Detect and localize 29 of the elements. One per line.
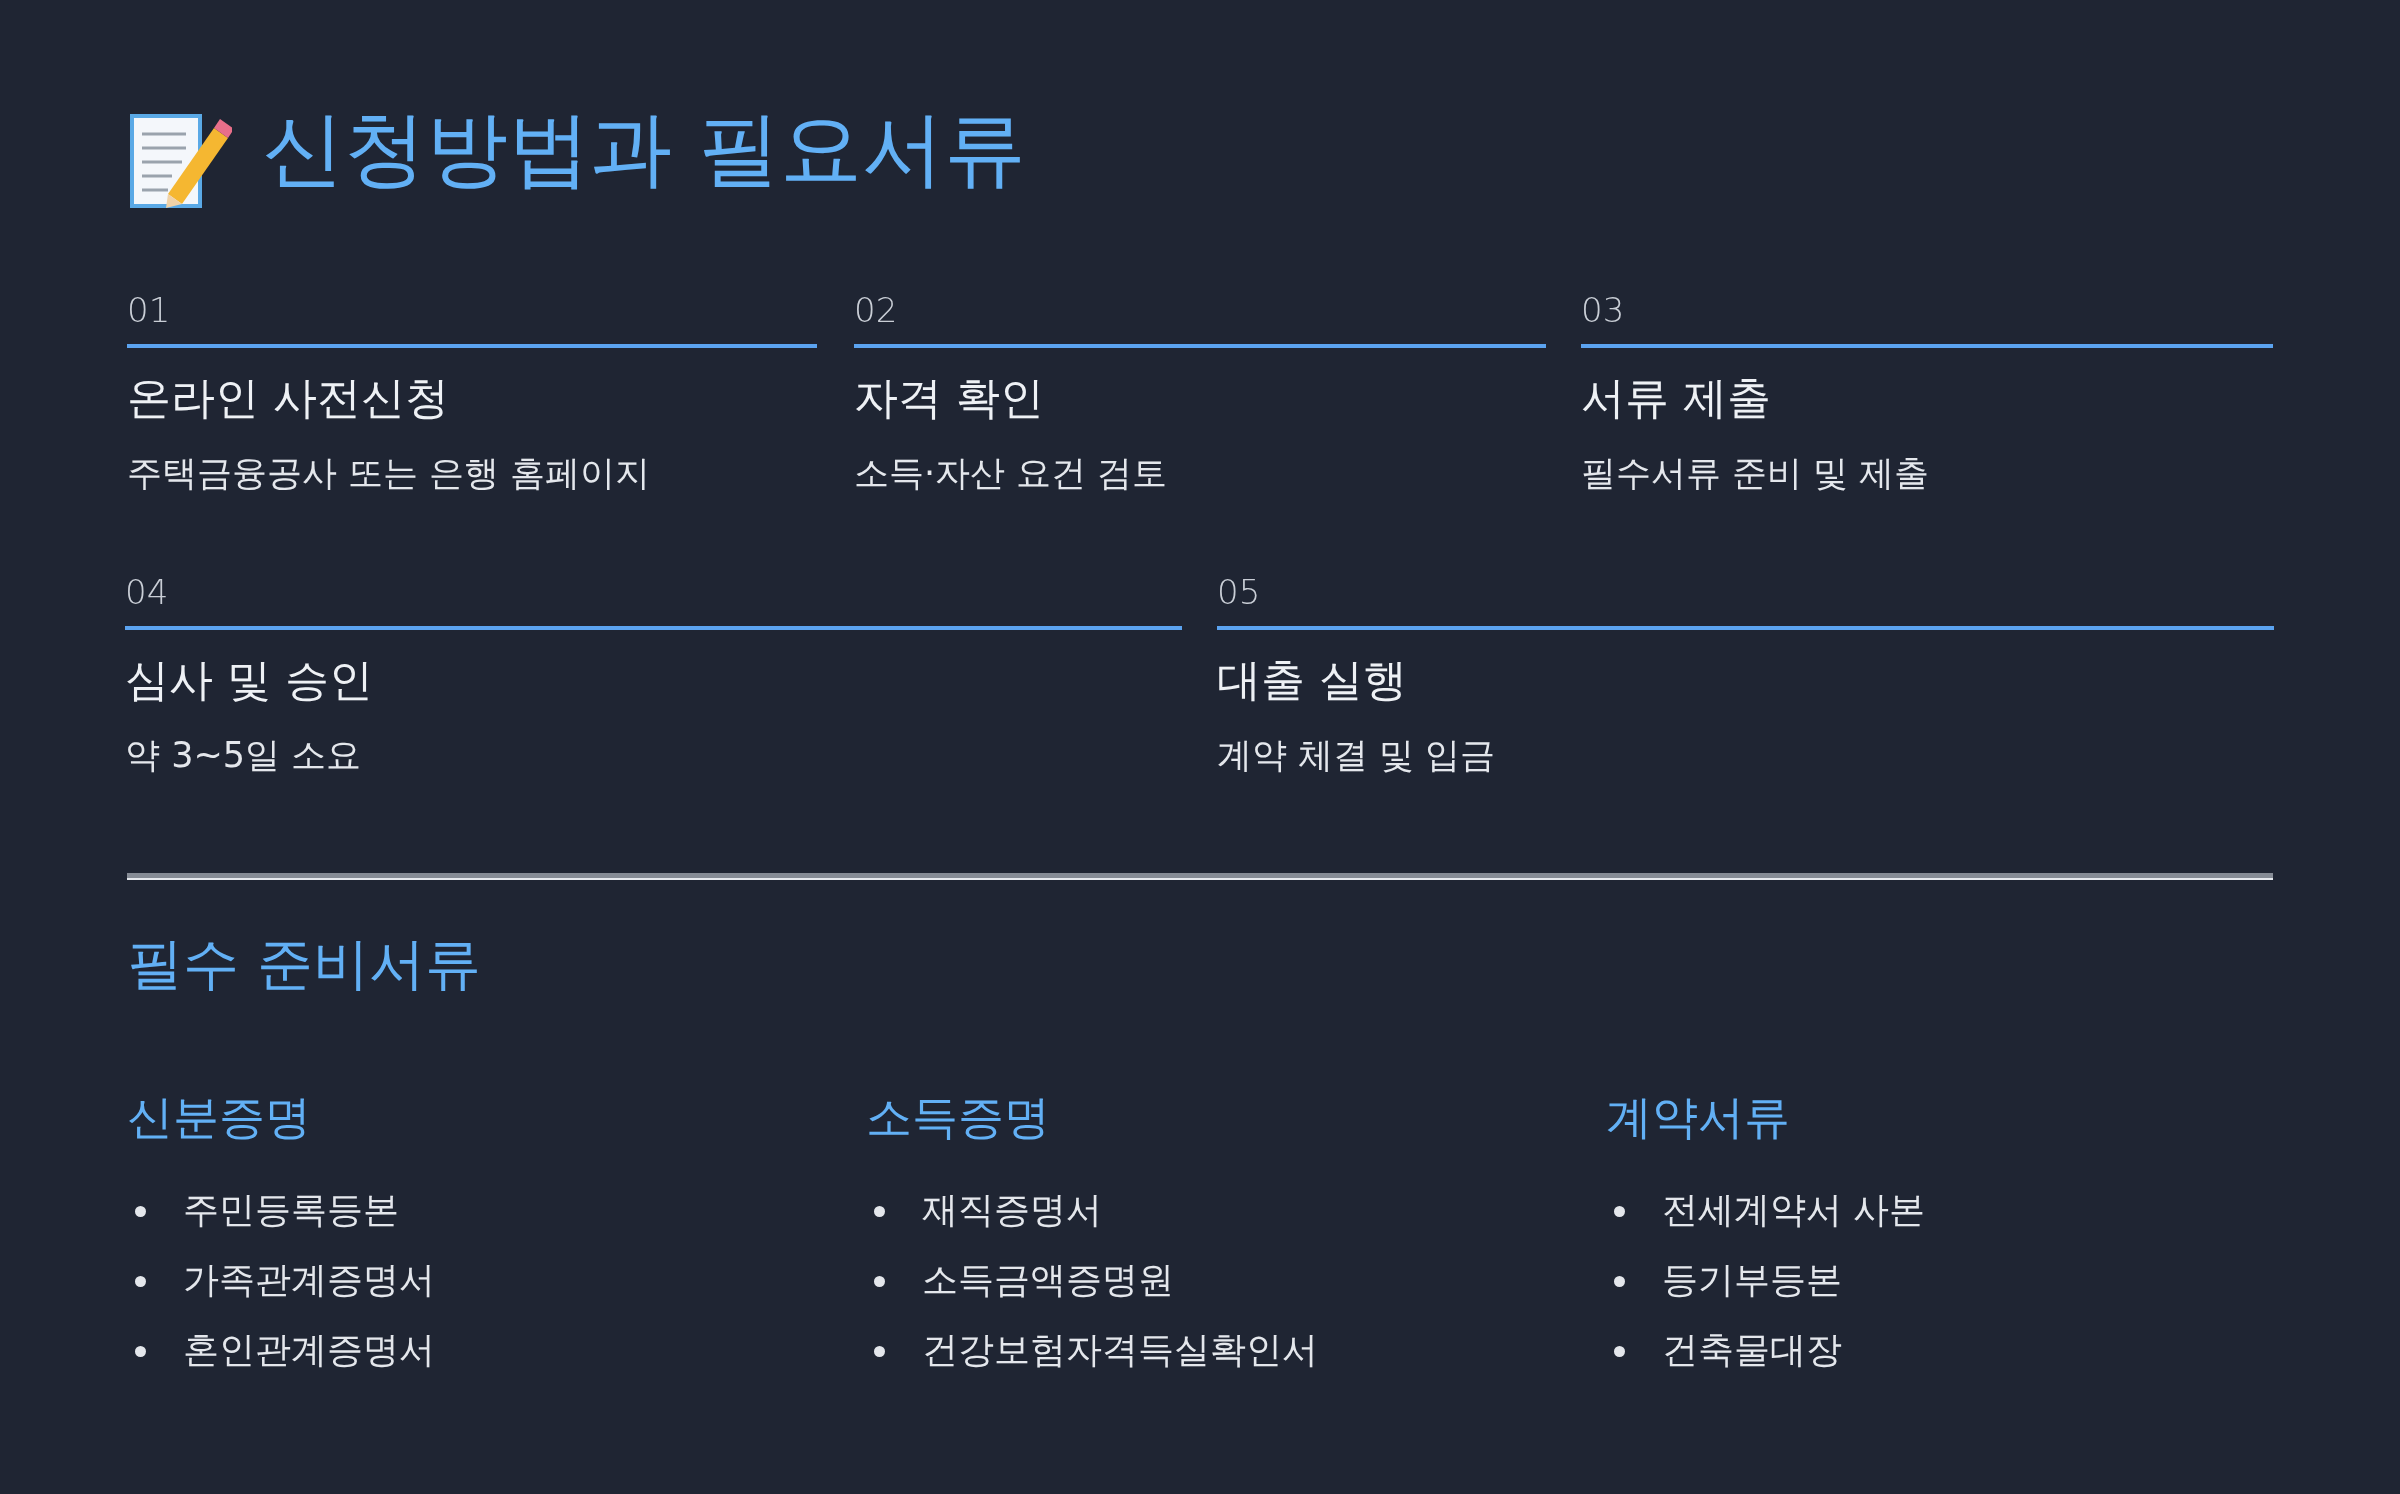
list-item: 건강보험자격득실확인서 bbox=[922, 1328, 1318, 1372]
list-item: 소득금액증명원 bbox=[922, 1258, 1174, 1302]
step-title: 서류 제출 bbox=[1581, 372, 1771, 425]
list-item: 가족관계증명서 bbox=[183, 1258, 435, 1302]
list-item: 재직증명서 bbox=[922, 1188, 1102, 1232]
page-title: 신청방법과 필요서류 bbox=[262, 100, 1027, 198]
step-number: 02 bbox=[854, 290, 898, 331]
step-number: 01 bbox=[127, 290, 171, 331]
step-description: 계약 체결 및 입금 bbox=[1217, 734, 1496, 776]
list-item: 혼인관계증명서 bbox=[183, 1328, 435, 1372]
step-description: 약 3~5일 소요 bbox=[125, 734, 362, 776]
step-title: 심사 및 승인 bbox=[125, 654, 373, 707]
column-heading: 소득증명 bbox=[866, 1090, 1050, 1146]
step-title: 대출 실행 bbox=[1217, 654, 1407, 707]
step-description: 필수서류 준비 및 제출 bbox=[1581, 452, 1930, 494]
list-item: 등기부등본 bbox=[1662, 1258, 1842, 1302]
column-heading: 계약서류 bbox=[1606, 1090, 1790, 1146]
step-title: 온라인 사전신청 bbox=[127, 372, 449, 425]
column-heading: 신분증명 bbox=[127, 1090, 311, 1146]
step-description: 소득·자산 요건 검토 bbox=[854, 452, 1168, 494]
step-number: 04 bbox=[125, 572, 169, 613]
step-number: 03 bbox=[1581, 290, 1625, 331]
list-item: 건축물대장 bbox=[1662, 1328, 1842, 1372]
step-description: 주택금융공사 또는 은행 홈페이지 bbox=[127, 452, 651, 494]
step-title: 자격 확인 bbox=[854, 372, 1044, 425]
step-number: 05 bbox=[1217, 572, 1261, 613]
section-heading: 필수 준비서류 bbox=[127, 930, 481, 998]
list-item: 주민등록등본 bbox=[183, 1188, 399, 1232]
list-item: 전세계약서 사본 bbox=[1662, 1188, 1926, 1232]
